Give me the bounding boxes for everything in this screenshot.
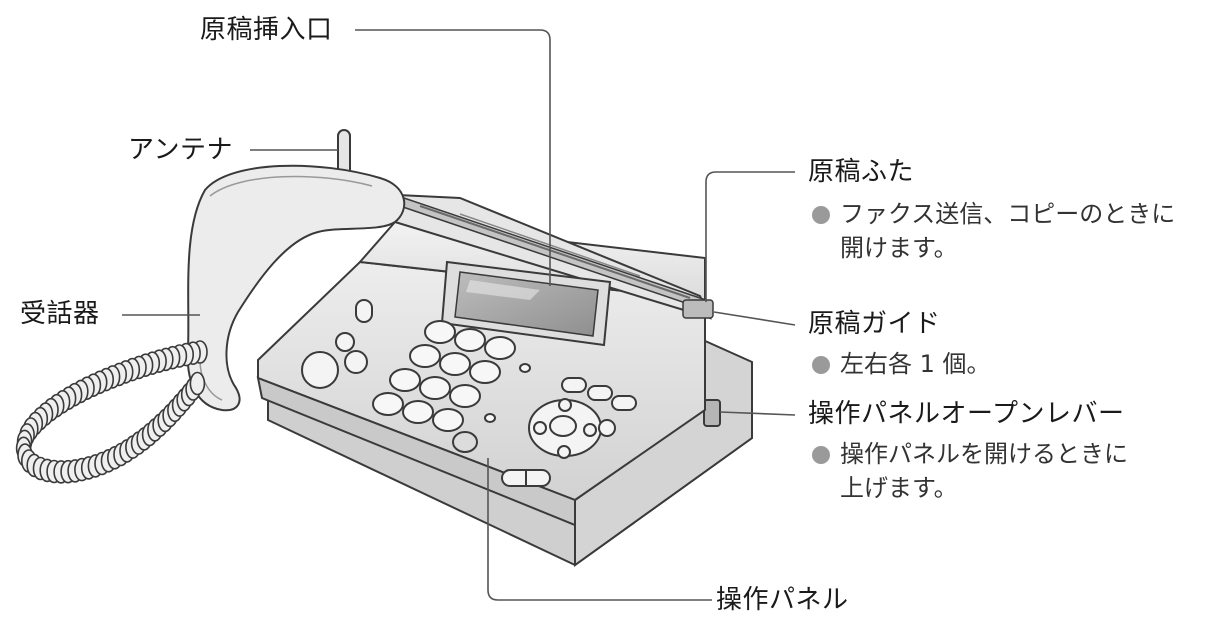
bullet-icon [812, 356, 830, 374]
navigator-keys [501, 377, 637, 487]
label-document-guide: 原稿ガイド [808, 309, 941, 339]
panel-open-lever [703, 399, 721, 427]
note-document-cover-line2: 開けます。 [840, 234, 958, 262]
label-control-panel: 操作パネル [716, 585, 849, 615]
keypad [372, 320, 531, 453]
note-panel-open-lever-line2: 上げます。 [840, 474, 958, 502]
label-document-cover: 原稿ふた [808, 157, 915, 187]
leader-lines [122, 29, 796, 601]
label-antenna: アンテナ [128, 135, 233, 165]
bullet-icon [812, 446, 830, 464]
label-handset: 受話器 [20, 299, 100, 329]
function-buttons-left [301, 299, 373, 389]
label-panel-open-lever: 操作パネルオープンレバー [808, 399, 1125, 429]
bullet-icon [812, 206, 830, 224]
cord-coil [189, 371, 206, 396]
document-guide-shape [682, 299, 714, 319]
note-document-cover-line1: ファクス送信、コピーのときに [840, 200, 1176, 228]
note-panel-open-lever-line1: 操作パネルを開けるときに [840, 440, 1128, 468]
label-document-insertion-slot: 原稿挿入口 [200, 15, 333, 45]
note-document-guide: 左右各 1 個。 [840, 350, 991, 378]
coiled-cord [15, 340, 208, 484]
lcd-display [440, 260, 612, 347]
